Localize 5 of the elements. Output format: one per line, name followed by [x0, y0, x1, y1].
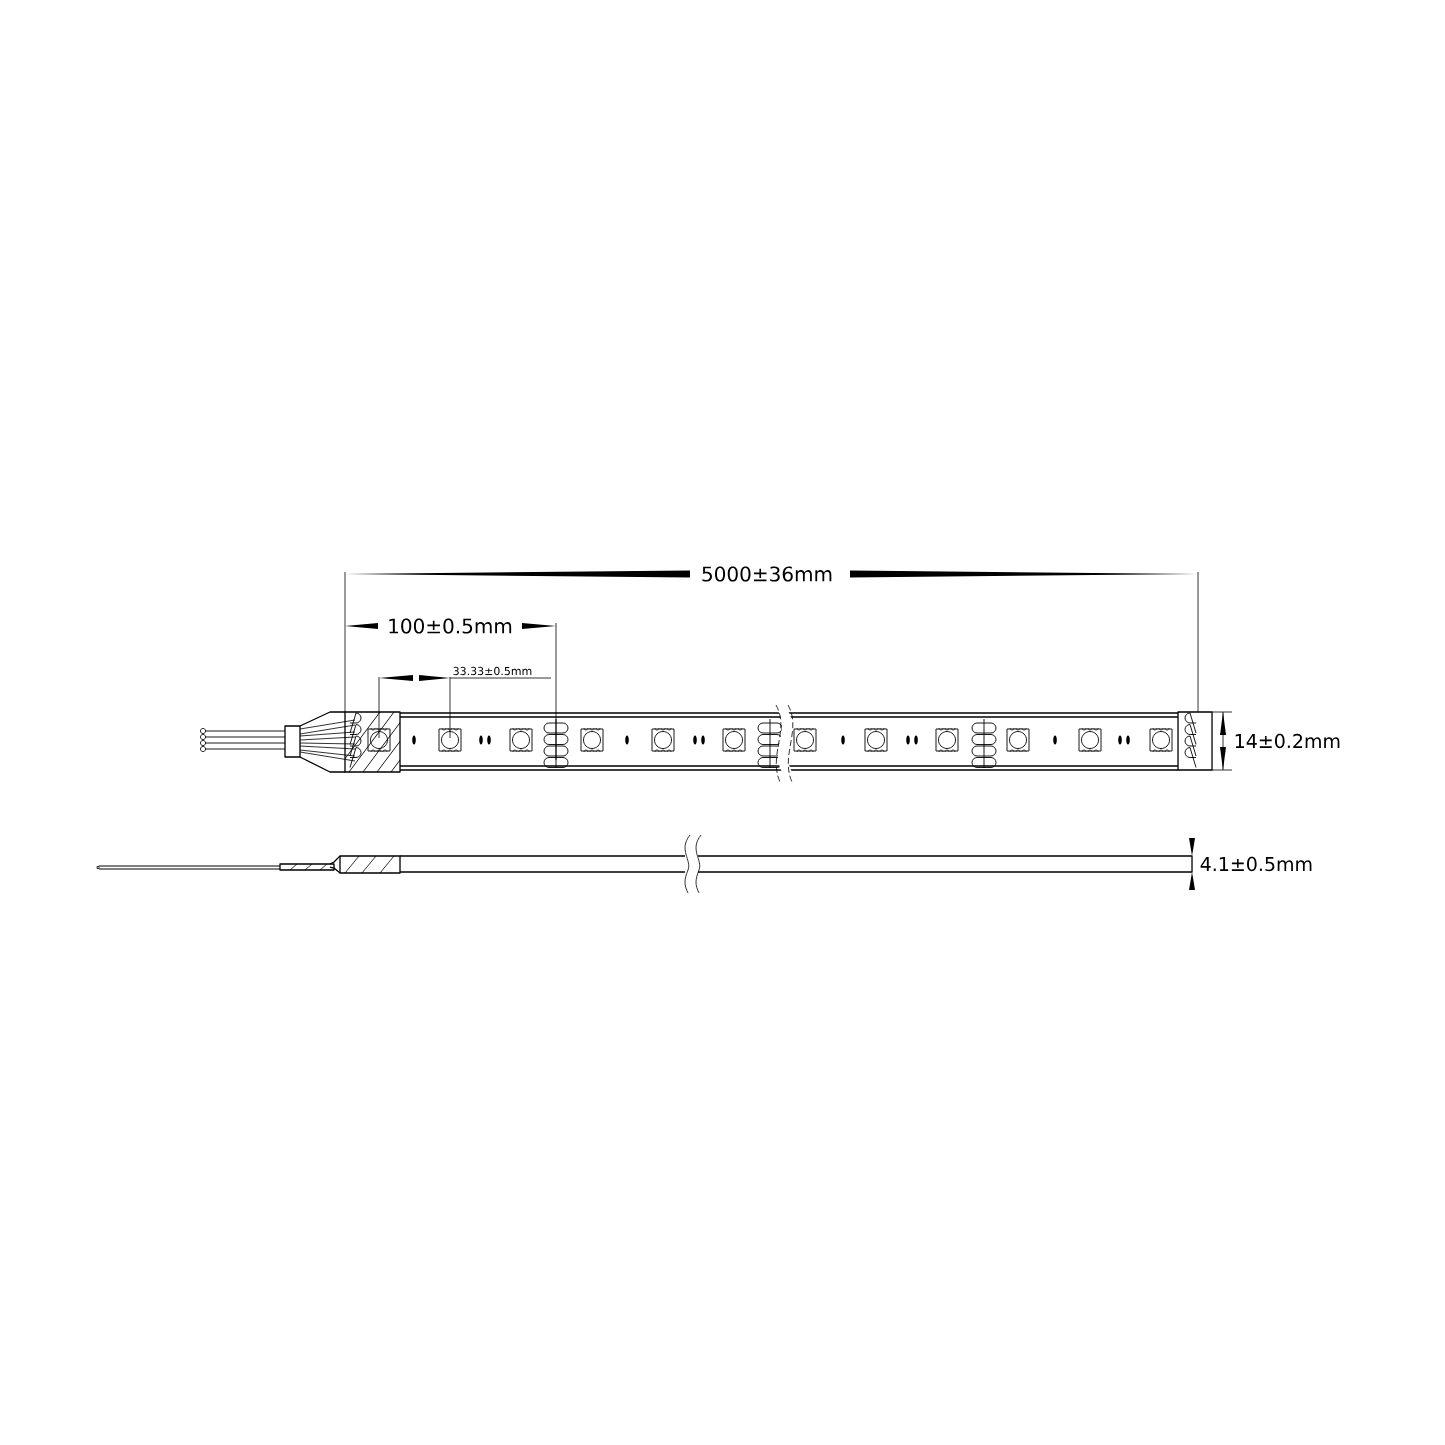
dimension-label: 14±0.2mm [1235, 733, 1340, 749]
dimension-label: 5000±36mm [702, 566, 832, 582]
dimension-label: 33.33±0.5mm [453, 666, 532, 676]
dimension-label: 4.1±0.5mm [1200, 856, 1312, 872]
dimension-label: 100±0.5mm [389, 618, 512, 634]
